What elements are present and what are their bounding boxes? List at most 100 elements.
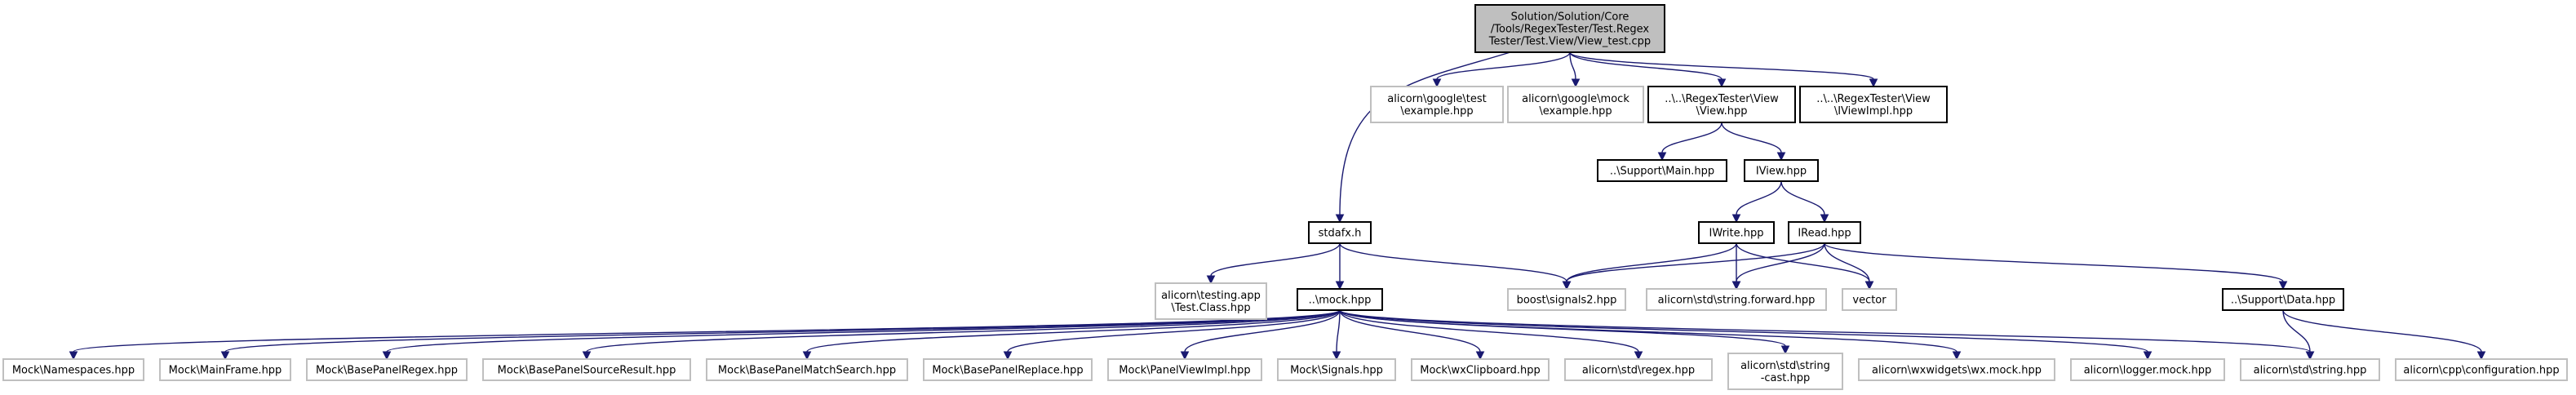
- edges-layer: [69, 48, 2486, 361]
- node-box: [1297, 288, 1383, 311]
- edge-arrowhead: [1634, 351, 1643, 361]
- node-label: Mock\PanelViewImpl.hpp: [1119, 365, 1250, 377]
- node-box: [159, 358, 291, 381]
- node-box: [1155, 282, 1267, 320]
- node-root[interactable]: Solution/Solution/Core/Tools/RegexTester…: [1474, 4, 1665, 53]
- nodes-layer: Solution/Solution/Core/Tools/RegexTester…: [2, 4, 2568, 390]
- edge-arrowhead: [1864, 281, 1874, 291]
- include-edge: [1661, 122, 1723, 153]
- include-edge: [1210, 242, 1341, 277]
- node-label: IRead.hpp: [1798, 228, 1851, 240]
- node-stdregex: alicorn\std\regex.hpp: [1564, 358, 1713, 381]
- include-edge: [1566, 242, 1825, 282]
- node-box: [706, 358, 908, 381]
- edge-arrowhead: [1731, 281, 1741, 291]
- node-box: [1308, 221, 1372, 244]
- node-box: [306, 358, 468, 381]
- edge-arrowhead: [2476, 351, 2486, 361]
- node-box: [923, 358, 1093, 381]
- include-edge: [1824, 242, 1870, 282]
- include-edge: [1436, 51, 1571, 80]
- node-iwrite[interactable]: IWrite.hpp: [1698, 221, 1775, 244]
- node-supportdata[interactable]: ..\Support\Data.hpp: [2222, 288, 2344, 311]
- node-iread[interactable]: IRead.hpp: [1788, 221, 1861, 244]
- edge-arrowhead: [1820, 214, 1829, 224]
- node-box: [482, 358, 691, 381]
- node-label: \IViewImpl.hpp: [1834, 105, 1913, 118]
- edge-arrowhead: [1335, 214, 1345, 224]
- include-edge: [386, 309, 1341, 353]
- node-box: [1647, 86, 1796, 123]
- node-bpmatch: Mock\BasePanelMatchSearch.hpp: [706, 358, 908, 381]
- node-label: \example.hpp: [1539, 105, 1612, 118]
- node-label: -cast.hpp: [1761, 372, 1811, 384]
- include-edge: [1339, 309, 1639, 353]
- include-edge: [1736, 242, 1870, 282]
- node-mock[interactable]: ..\mock.hpp: [1297, 288, 1383, 311]
- node-stdstring: alicorn\std\string.hpp: [2240, 358, 2380, 381]
- node-gmock: alicorn\google\mock\example.hpp: [1507, 86, 1644, 123]
- node-box: [1646, 288, 1827, 311]
- edge-arrowhead: [802, 351, 812, 361]
- include-edge: [1339, 48, 1522, 215]
- node-iview[interactable]: IView.hpp: [1744, 159, 1819, 182]
- node-wxclipboard: Mock\wxClipboard.hpp: [1411, 358, 1550, 381]
- node-box: [1474, 4, 1665, 53]
- node-label: IWrite.hpp: [1709, 228, 1763, 240]
- node-box: [1727, 353, 1843, 390]
- node-label: Mock\BasePanelMatchSearch.hpp: [718, 365, 896, 377]
- node-label: Tester/Test.View/View_test.cpp: [1488, 36, 1651, 48]
- node-label: \View.hpp: [1696, 105, 1748, 118]
- node-supportmain[interactable]: ..\Support\Main.hpp: [1597, 159, 1727, 182]
- node-label: ..\mock.hpp: [1309, 295, 1372, 307]
- node-box: [2240, 358, 2380, 381]
- node-namespaces: Mock\Namespaces.hpp: [2, 358, 144, 381]
- node-box: [1507, 288, 1626, 311]
- node-label: alicorn\std\string.hpp: [2254, 365, 2367, 377]
- node-box: [1698, 221, 1775, 244]
- node-signals2: boost\signals2.hpp: [1507, 288, 1626, 311]
- node-box: [1744, 159, 1819, 182]
- edge-arrowhead: [1776, 152, 1786, 162]
- include-edge: [1007, 309, 1341, 353]
- include-edge: [1569, 51, 1576, 80]
- edge-arrowhead: [1003, 351, 1013, 361]
- node-label: alicorn\google\test: [1387, 93, 1486, 105]
- node-box: [1370, 86, 1504, 123]
- edge-arrowhead: [69, 351, 78, 361]
- node-label: Mock\Namespaces.hpp: [12, 365, 135, 377]
- edge-arrowhead: [220, 351, 230, 361]
- include-edge: [1339, 309, 1957, 353]
- include-edge: [586, 309, 1341, 353]
- edge-arrowhead: [1571, 78, 1581, 88]
- include-edge: [1566, 242, 1737, 282]
- edge-arrowhead: [1952, 351, 1962, 361]
- edge-arrowhead: [1335, 281, 1345, 291]
- node-testclass: alicorn\testing.app\Test.Class.hpp: [1155, 282, 1267, 320]
- include-edge: [806, 309, 1341, 353]
- node-box: [1842, 288, 1897, 311]
- node-stdafx[interactable]: stdafx.h: [1308, 221, 1372, 244]
- include-edge: [2282, 309, 2482, 353]
- edge-arrowhead: [1180, 351, 1190, 361]
- node-iviewimpl[interactable]: ..\..\RegexTester\View\IViewImpl.hpp: [1799, 86, 1948, 123]
- node-box: [1277, 358, 1396, 381]
- include-edge: [1780, 180, 1825, 215]
- node-label: Mock\BasePanelReplace.hpp: [932, 365, 1083, 377]
- include-edge: [1569, 51, 1723, 80]
- edge-arrowhead: [2305, 351, 2315, 361]
- include-edge: [1736, 180, 1782, 215]
- edge-arrowhead: [2278, 281, 2288, 291]
- edge-arrowhead: [1780, 345, 1790, 355]
- include-edge: [1824, 242, 2284, 282]
- node-label: vector: [1852, 295, 1887, 307]
- include-edge: [1339, 242, 1567, 282]
- node-label: alicorn\cpp\configuration.hpp: [2403, 365, 2559, 377]
- edge-arrowhead: [1657, 152, 1667, 162]
- edge-arrowhead: [582, 351, 592, 361]
- node-view[interactable]: ..\..\RegexTester\View\View.hpp: [1647, 86, 1796, 123]
- node-label: ..\Support\Data.hpp: [2231, 295, 2335, 307]
- node-label: alicorn\logger.mock.hpp: [2084, 365, 2212, 377]
- include-edge: [1721, 122, 1782, 153]
